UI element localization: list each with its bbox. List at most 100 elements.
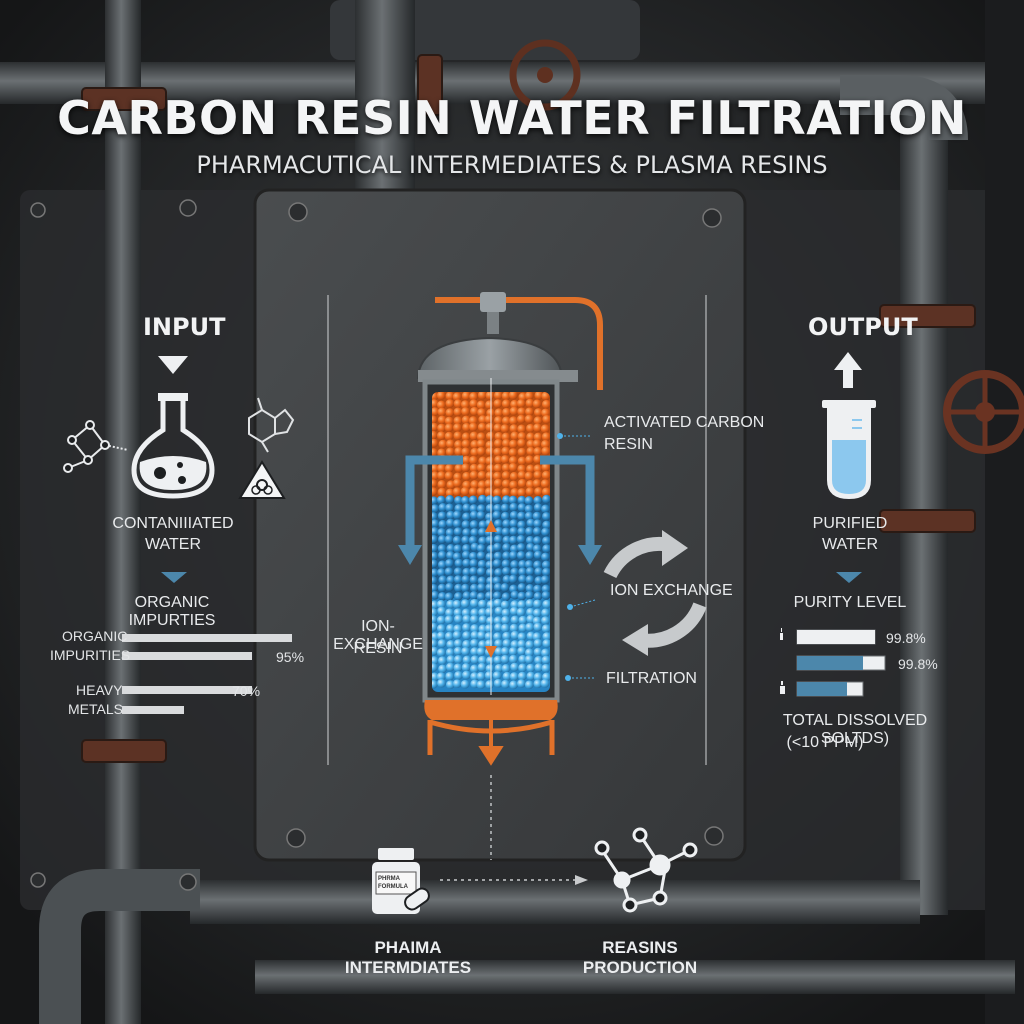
bar-heavy-metals-track [122, 686, 252, 694]
resin-bead [469, 431, 479, 441]
bar-organic-impurities [122, 652, 252, 660]
resin-bead [493, 582, 503, 592]
resin-bead [517, 520, 527, 530]
resin-bead [485, 583, 495, 592]
resin-bead [432, 576, 438, 585]
resin-bead [445, 648, 455, 657]
resin-bead [477, 392, 487, 400]
resin-bead [445, 558, 454, 568]
resin-bead [470, 440, 480, 449]
resin-bead [453, 544, 463, 554]
resin-bead [533, 550, 543, 560]
resin-bead [445, 495, 455, 504]
resin-bead [541, 616, 550, 625]
resin-bead [436, 624, 446, 633]
resin-bead [432, 639, 438, 648]
valve-wheel-top [509, 39, 581, 111]
resin-bead [437, 678, 446, 688]
resin-bead [524, 680, 534, 690]
resin-bead [493, 503, 503, 513]
resin-bead [509, 680, 519, 690]
resin-bead [454, 495, 463, 505]
resin-bead [517, 488, 527, 497]
resin-bead [541, 504, 550, 514]
resin-bead [533, 599, 542, 609]
resin-bead [470, 647, 480, 656]
resin-bead [508, 495, 518, 505]
resin-bead [525, 535, 535, 545]
purity-bars [780, 628, 886, 697]
resin-bead [432, 471, 440, 481]
resin-bead [478, 599, 487, 609]
resin-bead [469, 399, 479, 409]
output-heading: OUTPUT [808, 313, 918, 341]
resin-bead [461, 447, 471, 457]
resin-bead [485, 495, 495, 504]
resin-bead [533, 584, 542, 594]
resin-bead [501, 559, 511, 569]
resin-bead [432, 430, 438, 440]
resin-bead [461, 392, 471, 401]
resin-bead [432, 559, 439, 569]
resin-bead [478, 494, 487, 504]
resin-bead [493, 519, 503, 528]
resin-bead [478, 640, 487, 649]
resin-bead [476, 671, 486, 681]
resin-bead [502, 551, 511, 561]
resin-bead [517, 438, 527, 448]
resin-bead [509, 606, 519, 616]
resin-bead [501, 392, 511, 401]
resin-bead [501, 416, 511, 426]
resin-bead [533, 679, 543, 689]
resin-bead [493, 655, 503, 665]
resin-bead [437, 583, 447, 593]
resin-bead [477, 631, 486, 640]
resin-bead [493, 399, 503, 408]
resin-bead [468, 487, 478, 497]
resin-bead [533, 647, 543, 657]
resin-bead [460, 486, 470, 496]
resin-bead [500, 600, 510, 610]
resin-bead [517, 582, 527, 592]
resin-bead [454, 446, 464, 456]
purified-water-label-1: PURIFIED [812, 515, 888, 532]
resin-bead [476, 567, 486, 576]
resin-bead [501, 664, 511, 673]
resin-bead [469, 598, 479, 608]
resin-bead [468, 416, 478, 425]
resin-bead [502, 638, 512, 648]
resin-bead [509, 416, 518, 426]
resin-bead [500, 424, 510, 433]
resin-bead [432, 519, 440, 529]
resin-bead [477, 422, 487, 432]
resin-bead [461, 574, 471, 584]
resin-bead [476, 439, 486, 449]
resin-bead [493, 678, 503, 688]
resin-bead [517, 464, 527, 474]
resin-bead [494, 606, 504, 616]
resin-bead [485, 607, 494, 617]
resin-bead [533, 519, 543, 529]
resin-bead [541, 446, 550, 456]
tank-lid [416, 336, 564, 379]
resin-bead [540, 424, 550, 434]
resin-bead [469, 575, 479, 585]
resin-bead [526, 671, 536, 681]
resin-bead [438, 519, 448, 529]
ion-exchange-label: ION EXCHANGE [610, 582, 733, 599]
resin-bead [432, 583, 438, 593]
resin-bead [432, 679, 438, 689]
resin-bead [532, 526, 542, 536]
resin-bead [476, 647, 486, 657]
resin-bead [454, 440, 463, 449]
bar-heavy-label-1: HEAVY [76, 682, 123, 698]
resin-bead [444, 592, 454, 602]
resin-bead [453, 423, 462, 432]
resin-bead [484, 671, 494, 680]
resin-bead [477, 480, 487, 490]
resin-bead [493, 598, 503, 608]
resin-bead [541, 608, 550, 618]
resin-bead [542, 520, 550, 530]
resin-bead [526, 542, 535, 552]
resin-bead [493, 438, 503, 448]
